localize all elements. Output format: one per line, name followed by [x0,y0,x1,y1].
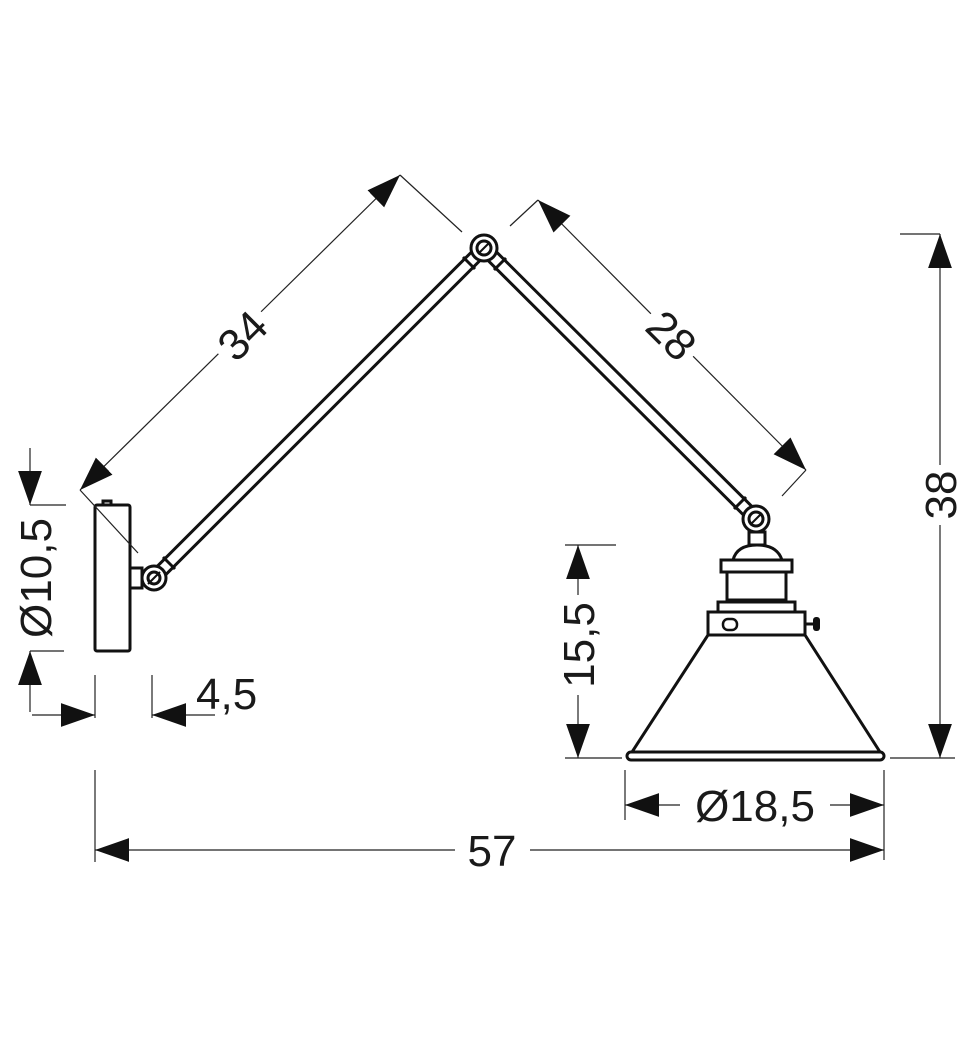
upper-arm [148,242,490,584]
label-arm-upper: 34 [208,301,277,370]
label-base-depth: 4,5 [196,670,257,719]
lamp-shade [625,530,886,762]
wall-plate [93,499,144,653]
label-total-length: 57 [468,827,517,876]
joint-head [741,504,771,534]
label-shade-diameter: Ø18,5 [695,782,815,831]
dim-base-depth [32,675,215,727]
dim-base-diameter [18,448,66,712]
label-arm-lower: 28 [636,301,705,370]
lower-arm [478,242,762,525]
label-shade-height: 15,5 [555,602,604,688]
joint-elbow [469,233,499,263]
dim-arm-upper [79,174,463,554]
joint-base [140,564,168,592]
label-total-height: 38 [917,471,966,520]
label-base-diameter: Ø10,5 [12,518,61,638]
